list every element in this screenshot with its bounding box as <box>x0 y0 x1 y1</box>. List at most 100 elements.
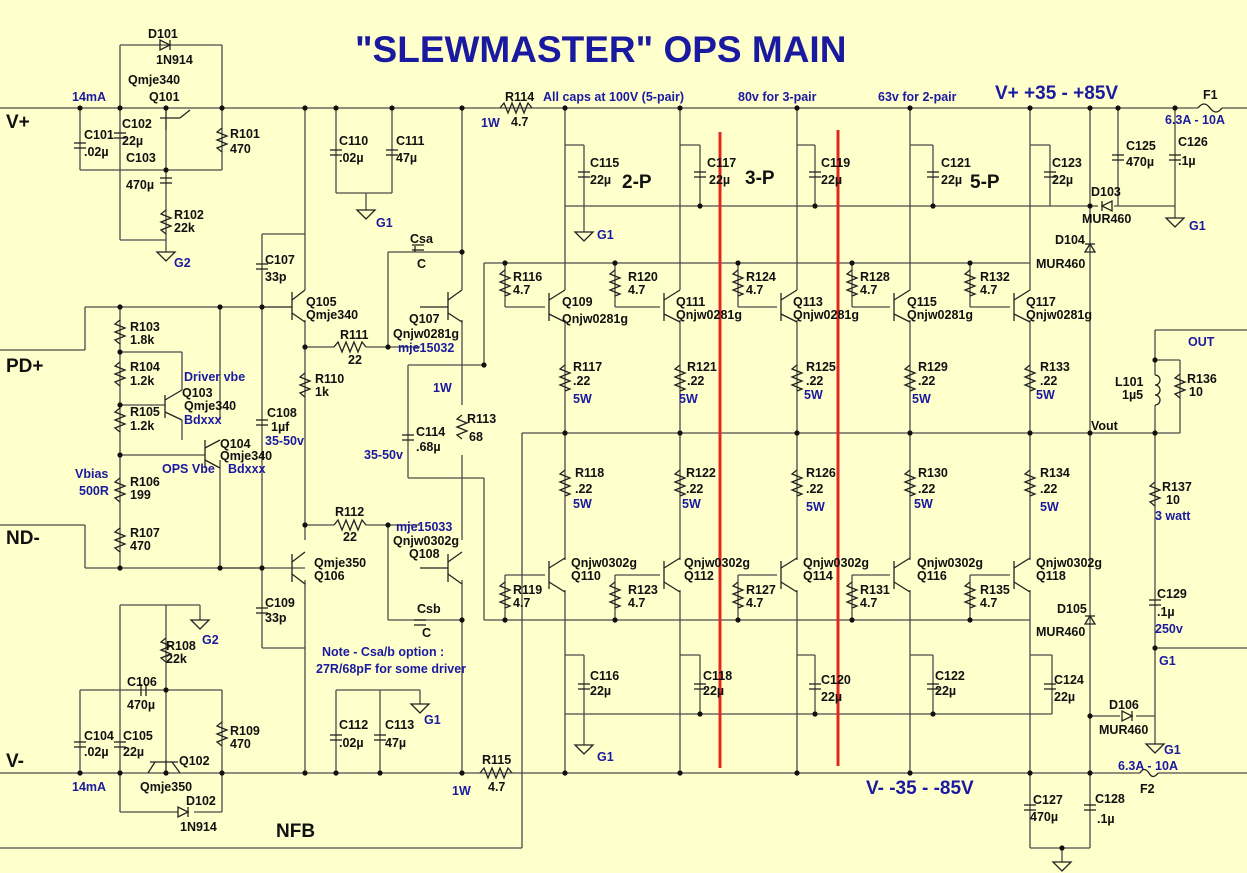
junction-dot <box>612 617 618 623</box>
junction-dot <box>907 105 913 111</box>
emitter-resistor-lower <box>1023 469 1037 497</box>
label-r133v: .22 <box>1040 374 1057 388</box>
label-d102v: 1N914 <box>180 820 217 834</box>
input-pd: PD+ <box>6 356 44 377</box>
label-d101: D101 <box>148 27 178 41</box>
junction-dot <box>812 711 818 717</box>
label-r134v: .22 <box>1040 482 1057 496</box>
label-g1g: G1 <box>1164 743 1181 757</box>
grounds <box>155 209 1186 872</box>
label-q113: Q113 <box>793 295 823 309</box>
label-q102: Q102 <box>179 754 210 768</box>
fuse-f2: F2 <box>1140 782 1155 796</box>
label-r123: R123 <box>628 583 658 597</box>
junction-dot <box>163 167 169 173</box>
label-q103t: Qmje340 <box>184 399 236 413</box>
label-r124v: 4.7 <box>746 283 763 297</box>
fuse-f1: F1 <box>1203 88 1218 102</box>
label-r113: R113 <box>467 412 496 426</box>
label-c109v: 33p <box>265 611 287 625</box>
label-r127v: 4.7 <box>746 596 763 610</box>
label-r121: R121 <box>687 360 717 374</box>
output-transistor-upper <box>780 289 798 323</box>
label-r136: R136 <box>1187 372 1217 386</box>
label-w5_126: 5W <box>806 500 825 514</box>
junction-dot <box>1087 105 1093 111</box>
junction-dot <box>1059 845 1065 851</box>
label-c104: C104 <box>84 729 114 743</box>
transistors <box>147 108 463 774</box>
junction-dot <box>562 105 568 111</box>
label-q101: Q101 <box>149 90 180 104</box>
vbias-trim-label: 500R <box>79 484 109 498</box>
output-transistor-upper <box>548 289 566 323</box>
label-q116t: Qnjw0302g <box>917 556 983 570</box>
label-c129r: 250v <box>1155 622 1183 636</box>
junction-dot <box>117 770 123 776</box>
label-c107v: 33p <box>265 270 287 284</box>
label-w5_134: 5W <box>1040 500 1059 514</box>
label-q108: Q108 <box>409 547 440 561</box>
component-labels: D1011N914Qmje340Q101C101.02µC10222µC1034… <box>84 27 1217 834</box>
label-r106v: 199 <box>130 488 151 502</box>
junction-dot <box>1152 645 1158 651</box>
label-q101t: Qmje340 <box>128 73 180 87</box>
rail-capacitor <box>694 171 706 690</box>
emitter-resistor-lower <box>790 469 804 497</box>
label-c114v: .68µ <box>416 440 441 454</box>
label-r113v: 68 <box>469 430 483 444</box>
label-c105: C105 <box>123 729 153 743</box>
label-w1b: 1W <box>433 381 452 395</box>
junction-dot <box>1027 105 1033 111</box>
label-r133: R133 <box>1040 360 1070 374</box>
gate-resistor-lower <box>963 581 977 609</box>
emitter-resistor-lower <box>558 469 572 497</box>
label-w5_122: 5W <box>682 497 701 511</box>
label-c125: C125 <box>1126 139 1156 153</box>
fuse-f2-rating: 6.3A - 10A <box>1118 759 1178 773</box>
emitter-resistor-lower <box>673 469 687 497</box>
emitter-resistor-upper <box>790 364 804 392</box>
junction-dot <box>389 105 395 111</box>
wiring <box>0 44 1247 862</box>
label-r118v: .22 <box>575 482 592 496</box>
label-q115t: Qnjw0281g <box>907 308 973 322</box>
label-c114: C114 <box>416 425 445 439</box>
rail-vminus: V- <box>6 751 24 772</box>
label-csav: C <box>417 257 426 271</box>
label-2p: 2-P <box>622 172 652 193</box>
label-c101v: .02µ <box>84 145 109 159</box>
label-w5_117: 5W <box>573 392 592 406</box>
label-r111v: 22 <box>348 353 362 367</box>
label-r129v: .22 <box>918 374 935 388</box>
junction-dot <box>459 617 465 623</box>
label-r109v: 470 <box>230 737 251 751</box>
junction-dot <box>612 260 618 266</box>
label-c106v: 470µ <box>127 698 155 712</box>
label-r119v: 4.7 <box>513 596 530 610</box>
junction-dot <box>1152 357 1158 363</box>
label-q112t: Qnjw0302g <box>684 556 750 570</box>
ground-icon <box>155 251 177 262</box>
cap-voltage-note: All caps at 100V (5-pair) <box>543 90 684 104</box>
junction-dot <box>930 711 936 717</box>
label-g2a: G2 <box>174 256 191 270</box>
label-c121v: 22µ <box>941 173 962 187</box>
label-r102: R102 <box>174 208 204 222</box>
label-g1e: G1 <box>424 713 441 727</box>
label-c125v: 470µ <box>1126 155 1154 169</box>
label-r104: R104 <box>130 360 160 374</box>
label-c123v: 22µ <box>1052 173 1073 187</box>
label-r124: R124 <box>746 270 776 284</box>
label-g1c: G1 <box>1189 219 1206 233</box>
label-l101v: 1µ5 <box>1122 388 1143 402</box>
label-c121: C121 <box>941 156 971 170</box>
label-c117v: 22µ <box>709 173 730 187</box>
junction-dot <box>794 430 800 436</box>
csab-note-line2: 27R/68pF for some driver <box>316 662 466 676</box>
junction-dot <box>1087 770 1093 776</box>
label-r117v: .22 <box>573 374 590 388</box>
label-r111: R111 <box>340 328 369 342</box>
label-r109: R109 <box>230 724 260 738</box>
label-w5_125: 5W <box>804 388 823 402</box>
